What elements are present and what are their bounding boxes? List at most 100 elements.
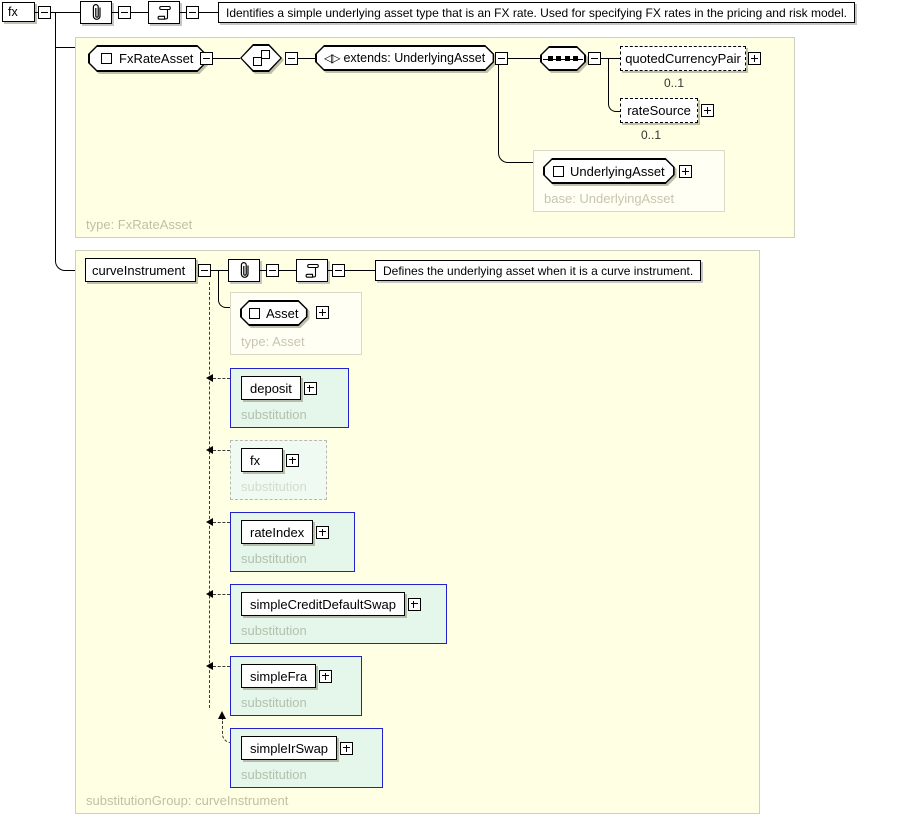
- substitution-box-fx-current: fx substitution: [230, 440, 327, 500]
- expand-plus-icon[interactable]: [701, 104, 714, 117]
- collapse-minus-icon[interactable]: [266, 264, 279, 277]
- element-simpleirswap-label: simpleIrSwap: [250, 740, 329, 756]
- occurrence-label: 0..1: [641, 128, 662, 142]
- collapse-minus-icon[interactable]: [332, 264, 345, 277]
- element-deposit-label: deposit: [250, 380, 292, 396]
- complextype-icon: [101, 53, 112, 64]
- expand-plus-icon[interactable]: [303, 381, 317, 395]
- element-fx-root[interactable]: fx: [2, 2, 35, 22]
- substitution-arrow-icon: [206, 518, 213, 526]
- substitution-box-rateindex: rateIndex substitution: [230, 512, 355, 572]
- substitution-arrow-icon: [206, 590, 213, 598]
- type-label: type: Asset: [241, 334, 305, 349]
- complextype-fxrateasset[interactable]: FxRateAsset: [88, 45, 206, 72]
- complextype-fxrateasset-label: FxRateAsset: [119, 51, 194, 66]
- connector: [55, 251, 86, 271]
- type-label: type: FxRateAsset: [86, 217, 193, 232]
- connector: [213, 58, 240, 59]
- substitution-caption: substitution: [241, 767, 307, 782]
- documentation-node[interactable]: [148, 1, 180, 24]
- element-asset-label: Asset: [266, 305, 299, 321]
- element-asset[interactable]: Asset: [240, 300, 308, 326]
- substitution-connector: [213, 594, 230, 595]
- connector: [508, 58, 540, 59]
- element-underlyingasset[interactable]: UnderlyingAsset: [543, 158, 675, 184]
- collapse-minus-icon[interactable]: [38, 6, 51, 19]
- expand-plus-icon[interactable]: [679, 165, 692, 178]
- element-simplefra-label: simpleFra: [250, 668, 308, 684]
- complextype-icon: [249, 307, 260, 319]
- extension-node[interactable]: ◁▷ extends: UnderlyingAsset: [315, 45, 494, 71]
- connector: [218, 270, 233, 308]
- documentation-node[interactable]: [296, 259, 328, 282]
- substitution-box-simpleirswap: simpleIrSwap substitution: [230, 728, 383, 788]
- element-simplefra[interactable]: simpleFra: [241, 664, 317, 688]
- scroll-icon: [155, 4, 173, 22]
- substitution-caption: substitution: [241, 407, 307, 422]
- substitution-connector: [213, 522, 230, 523]
- substitution-arrow-icon: [206, 446, 213, 454]
- substitution-arrow-icon: [218, 711, 226, 719]
- complextype-icon: [553, 165, 564, 177]
- sequence-node[interactable]: [540, 46, 586, 71]
- connector: [55, 12, 56, 251]
- extension-label: extends: UnderlyingAsset: [343, 51, 486, 65]
- documentation-text: Defines the underlying asset when it is …: [375, 260, 702, 281]
- collapse-minus-icon[interactable]: [198, 264, 211, 277]
- scroll-icon: [303, 262, 321, 280]
- element-fx[interactable]: fx: [241, 448, 283, 472]
- element-curveinstrument[interactable]: curveInstrument: [85, 258, 196, 282]
- annotation-node[interactable]: [80, 1, 112, 24]
- substitution-caption: substitution: [241, 479, 307, 494]
- connector: [498, 65, 534, 163]
- expand-plus-icon[interactable]: [748, 52, 761, 65]
- element-quotedcurrencypair-label: quotedCurrencyPair: [625, 51, 741, 66]
- substitution-connector: [209, 282, 210, 708]
- collapse-minus-icon[interactable]: [118, 6, 131, 19]
- base-label: base: UnderlyingAsset: [544, 191, 675, 206]
- element-ratesource[interactable]: rateSource: [620, 98, 698, 123]
- substitutiongroup-label: substitutionGroup: curveInstrument: [86, 793, 289, 808]
- substitution-connector: [213, 666, 230, 667]
- element-quotedcurrencypair[interactable]: quotedCurrencyPair: [620, 46, 746, 71]
- substitution-connector: [213, 378, 230, 379]
- collapse-minus-icon[interactable]: [588, 52, 601, 65]
- expand-plus-icon[interactable]: [407, 597, 421, 611]
- element-deposit[interactable]: deposit: [241, 376, 301, 400]
- expand-plus-icon[interactable]: [316, 306, 329, 319]
- extension-icon: ◁▷: [324, 51, 341, 65]
- element-simpleirswap[interactable]: simpleIrSwap: [241, 736, 338, 760]
- expand-plus-icon[interactable]: [316, 525, 330, 539]
- substitution-box-simplecreditdefaultswap: simpleCreditDefaultSwap substitution: [230, 584, 447, 644]
- expand-plus-icon[interactable]: [340, 741, 354, 755]
- curveinstrument-group-panel: substitutionGroup: curveInstrument: [75, 250, 760, 814]
- substitution-connector: [213, 450, 230, 451]
- paperclip-icon: [90, 3, 103, 22]
- element-fx-label: fx: [250, 452, 261, 468]
- collapse-minus-icon[interactable]: [186, 6, 199, 19]
- substitution-box-simplefra: simpleFra substitution: [230, 656, 362, 716]
- connector: [298, 58, 315, 59]
- expand-plus-icon[interactable]: [319, 669, 333, 683]
- connector: [328, 270, 375, 271]
- element-rateindex[interactable]: rateIndex: [241, 520, 314, 544]
- collapse-minus-icon[interactable]: [495, 52, 508, 65]
- substitution-caption: substitution: [241, 695, 307, 710]
- element-fx-root-label: fx: [8, 5, 18, 19]
- element-curveinstrument-label: curveInstrument: [92, 262, 186, 278]
- collapse-minus-icon[interactable]: [200, 52, 213, 65]
- element-simplecreditdefaultswap-label: simpleCreditDefaultSwap: [250, 596, 396, 612]
- connector: [180, 12, 218, 13]
- element-simplecreditdefaultswap[interactable]: simpleCreditDefaultSwap: [241, 592, 405, 616]
- connector: [608, 58, 621, 112]
- documentation-text-value: Identifies a simple underlying asset typ…: [226, 5, 847, 20]
- substitution-arrow-icon: [206, 662, 213, 670]
- paperclip-icon: [238, 261, 251, 280]
- expand-plus-icon[interactable]: [286, 453, 299, 467]
- connector: [55, 47, 75, 48]
- connector: [35, 12, 80, 13]
- derivation-node[interactable]: [240, 44, 282, 72]
- collapse-minus-icon[interactable]: [285, 52, 298, 65]
- element-rateindex-label: rateIndex: [250, 524, 305, 540]
- substitution-box-deposit: deposit substitution: [230, 368, 349, 428]
